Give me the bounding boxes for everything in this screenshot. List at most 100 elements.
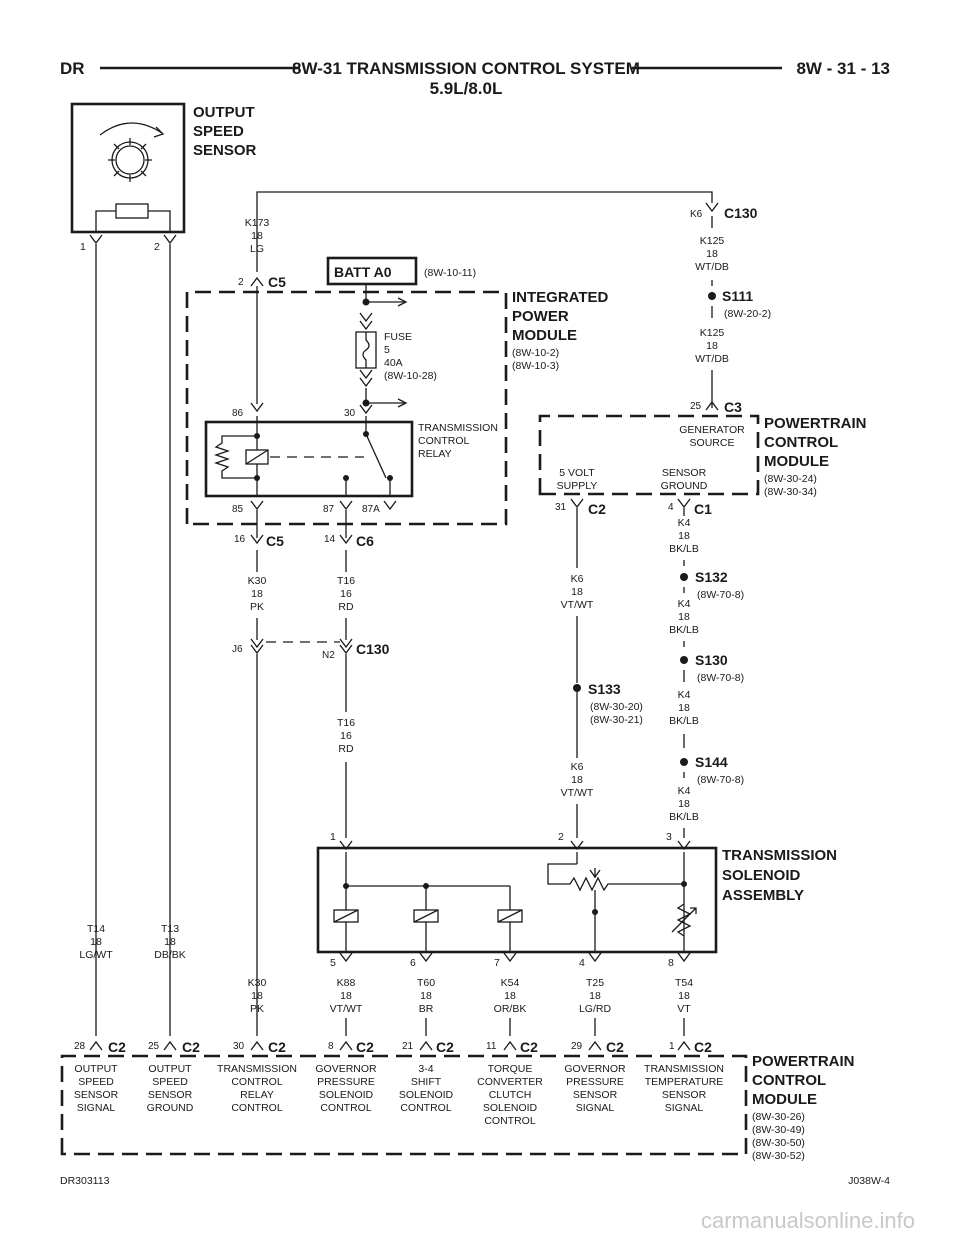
svg-text:ASSEMBLY: ASSEMBLY: [722, 887, 804, 904]
tsa-pin2: 2: [558, 831, 564, 843]
svg-text:TRANSMISSION: TRANSMISSION: [644, 1063, 724, 1075]
svg-text:SHIFT: SHIFT: [411, 1076, 442, 1088]
svg-text:K173: K173: [245, 217, 270, 229]
tsa-pin7: 7: [494, 957, 500, 969]
svg-text:RELAY: RELAY: [240, 1089, 274, 1101]
s144-label: S144: [695, 754, 728, 770]
tsa-pin6: 6: [410, 957, 416, 969]
watermark: carmanualsonline.info: [701, 1208, 915, 1233]
oss-label-3: SENSOR: [193, 142, 257, 159]
svg-text:(8W-30-21): (8W-30-21): [590, 714, 643, 726]
svg-text:BK/LB: BK/LB: [669, 624, 699, 636]
tsa-pin4: 4: [579, 957, 585, 969]
thermistor-icon: [676, 903, 692, 937]
svg-text:SIGNAL: SIGNAL: [576, 1102, 615, 1114]
svg-text:SOLENOID: SOLENOID: [399, 1089, 454, 1101]
solenoid-icon: [497, 909, 523, 923]
fn-oss-signal: OUTPUT SPEED SENSOR SIGNAL: [74, 1063, 119, 1114]
svg-text:8: 8: [328, 1041, 334, 1052]
pin-87a: 87A: [362, 504, 380, 515]
svg-text:POWERTRAIN: POWERTRAIN: [752, 1053, 855, 1070]
s133-label: S133: [588, 681, 621, 697]
svg-text:11: 11: [486, 1041, 497, 1052]
fn-tcc: TORQUE CONVERTER CLUTCH SOLENOID CONTROL: [477, 1063, 543, 1127]
label-k4a: K4 18 BK/LB: [669, 517, 699, 555]
s130-label: S130: [695, 652, 728, 668]
c2-top-pin: 31: [555, 502, 567, 513]
svg-text:SPEED: SPEED: [78, 1076, 114, 1088]
svg-text:K4: K4: [678, 517, 691, 529]
integrated-power-module: INTEGRATED POWER MODULE (8W-10-2) (8W-10…: [185, 289, 609, 526]
svg-text:T54: T54: [675, 977, 693, 989]
rotation-arrow-icon: [99, 122, 163, 136]
svg-text:K4: K4: [678, 785, 691, 797]
label-k125a: K125 18 WT/DB: [695, 235, 729, 273]
label-k173: K173 18 LG: [245, 217, 270, 255]
oss-pin1: 1: [80, 241, 86, 253]
svg-text:28: 28: [74, 1041, 86, 1052]
svg-text:C2: C2: [436, 1039, 454, 1055]
svg-text:C2: C2: [108, 1039, 126, 1055]
svg-text:29: 29: [571, 1041, 583, 1052]
svg-text:WT/DB: WT/DB: [695, 353, 729, 365]
svg-text:18: 18: [340, 990, 352, 1002]
c130-label: C130: [356, 641, 390, 657]
svg-text:TORQUE: TORQUE: [488, 1063, 533, 1075]
fn-gov-sensor: GOVERNOR PRESSURE SENSOR SIGNAL: [564, 1063, 626, 1114]
c6-pin: 14: [324, 534, 336, 545]
oss-label-1: OUTPUT: [193, 104, 255, 121]
svg-text:GENERATOR: GENERATOR: [679, 424, 745, 436]
svg-text:30: 30: [233, 1041, 245, 1052]
svg-text:RD: RD: [338, 743, 354, 755]
svg-text:PK: PK: [250, 601, 264, 613]
svg-text:K54: K54: [501, 977, 520, 989]
svg-text:K4: K4: [678, 598, 691, 610]
fn-oss-ground: OUTPUT SPEED SENSOR GROUND: [147, 1063, 194, 1114]
pin-87: 87: [323, 504, 335, 515]
svg-text:OR/BK: OR/BK: [494, 1003, 527, 1015]
label-t13: T13 18 DB/BK: [154, 923, 186, 961]
s132-label: S132: [695, 569, 728, 585]
header-page: 8W - 31 - 13: [796, 59, 890, 78]
fuse-label: FUSE: [384, 331, 412, 343]
fn-gov-solenoid: GOVERNOR PRESSURE SOLENOID CONTROL: [315, 1063, 377, 1114]
svg-text:MODULE: MODULE: [764, 453, 829, 470]
splice-s132: [680, 573, 688, 581]
svg-text:CONTROL: CONTROL: [400, 1102, 451, 1114]
solenoid-icon: [333, 909, 359, 923]
svg-text:CONTROL: CONTROL: [231, 1076, 282, 1088]
svg-text:MODULE: MODULE: [752, 1091, 817, 1108]
svg-text:18: 18: [678, 990, 690, 1002]
svg-text:C2: C2: [268, 1039, 286, 1055]
svg-text:CONTROL: CONTROL: [320, 1102, 371, 1114]
svg-text:18: 18: [504, 990, 516, 1002]
c5-bot-pin: 16: [234, 534, 246, 545]
svg-text:T16: T16: [337, 717, 355, 729]
svg-text:SIGNAL: SIGNAL: [77, 1102, 116, 1114]
svg-text:18: 18: [678, 702, 690, 714]
svg-text:SENSOR: SENSOR: [74, 1089, 119, 1101]
wire-k173: [256, 191, 713, 272]
svg-text:18: 18: [706, 340, 718, 352]
svg-text:K6: K6: [571, 573, 584, 585]
gear-icon: [108, 138, 152, 182]
svg-text:18: 18: [251, 588, 263, 600]
svg-text:CONTROL: CONTROL: [764, 434, 838, 451]
c130-top-label: C130: [724, 205, 758, 221]
svg-text:K30: K30: [248, 575, 267, 587]
c5-bot-label: C5: [266, 533, 284, 549]
svg-text:18: 18: [164, 936, 176, 948]
tsa-pin1: 1: [330, 831, 336, 843]
svg-text:SENSOR: SENSOR: [662, 1089, 707, 1101]
label-t54: T54 18 VT: [675, 977, 693, 1015]
c130-n2: N2: [322, 650, 335, 661]
c130-j6: J6: [232, 644, 243, 655]
fuse-icon: [355, 331, 377, 369]
output-speed-sensor: OUTPUT SPEED SENSOR 1 2: [70, 102, 257, 253]
svg-text:MODULE: MODULE: [512, 327, 577, 344]
fn-temp-sensor: TRANSMISSION TEMPERATURE SENSOR SIGNAL: [644, 1063, 724, 1114]
svg-text:(8W-10-2): (8W-10-2): [512, 347, 559, 359]
svg-text:GROUND: GROUND: [661, 480, 708, 492]
label-k30b: K30 18 PK: [248, 977, 267, 1015]
